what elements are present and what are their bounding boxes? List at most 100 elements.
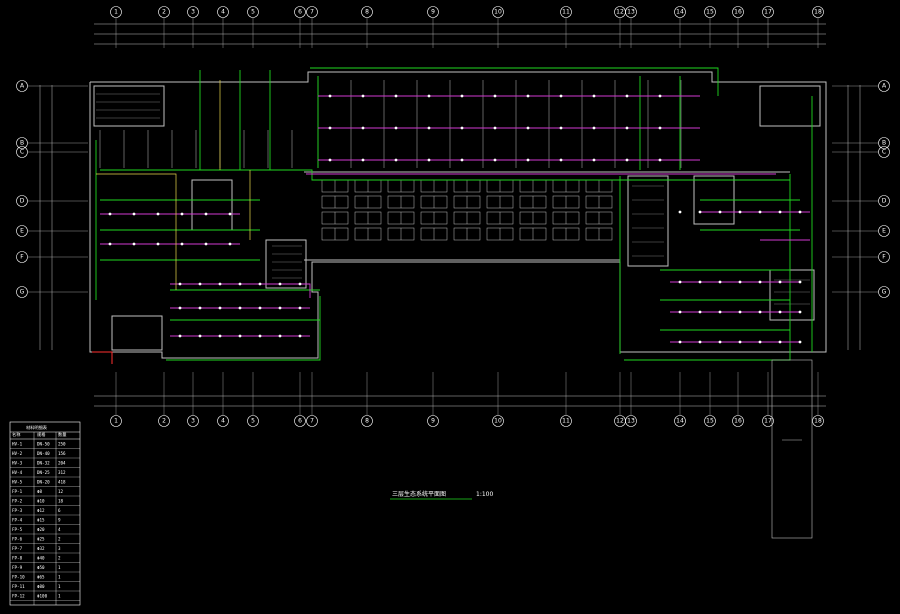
- axis-bubble-col: [217, 415, 229, 427]
- axis-label-row: C: [882, 149, 886, 156]
- axis-bubble-col: [674, 6, 686, 18]
- axis-label-col: 8: [365, 418, 369, 425]
- axis-bubble-row: [16, 80, 28, 92]
- legend-cell: 1: [58, 584, 61, 589]
- axis-bubble-col: [187, 6, 199, 18]
- axis-bubble-col: [306, 415, 318, 427]
- axis-bubble-row: [16, 225, 28, 237]
- axis-label-row: A: [20, 83, 25, 90]
- axis-label-row: D: [20, 198, 25, 205]
- pipe-node: [238, 306, 242, 310]
- axis-bubble-col: [762, 6, 774, 18]
- drawing-title-block: 三层生态系统平面图 1:100: [390, 490, 493, 500]
- legend-cell: HV-4: [12, 470, 23, 475]
- axis-bubble-col: [361, 6, 373, 18]
- pipe-node: [156, 212, 160, 216]
- pipe-node: [238, 334, 242, 338]
- drawing-title: 三层生态系统平面图: [392, 490, 446, 498]
- legend-cell: 9: [58, 518, 61, 523]
- axis-label-col: 14: [676, 9, 684, 16]
- axis-label-col: 4: [221, 418, 225, 425]
- axis-bubble-col: [560, 6, 572, 18]
- legend-cell: FP-2: [12, 499, 23, 504]
- legend-cell: FP-8: [12, 556, 23, 561]
- axis-grid: 1122334455667788991010111112121313141415…: [16, 6, 890, 427]
- pipe-node: [798, 280, 802, 284]
- red-marker: [92, 351, 113, 364]
- pipe-node: [394, 94, 398, 98]
- top-dimension-lines: [94, 23, 826, 45]
- axis-bubble-col: [158, 6, 170, 18]
- axis-bubble-row: [16, 286, 28, 298]
- pipe-node: [218, 306, 222, 310]
- pipe-node: [778, 210, 782, 214]
- pipe-node: [132, 242, 136, 246]
- pipe-node: [592, 126, 596, 130]
- pipe-node: [798, 210, 802, 214]
- pipe-node: [718, 310, 722, 314]
- pipe-node: [678, 340, 682, 344]
- axis-bubble-row: [878, 137, 890, 149]
- axis-bubble-col: [732, 6, 744, 18]
- legend-cell: DN-25: [37, 470, 50, 475]
- axis-bubble-col: [361, 415, 373, 427]
- axis-bubble-col: [762, 415, 774, 427]
- pipe-node: [678, 210, 682, 214]
- pipe-node: [738, 340, 742, 344]
- axis-bubble-col: [704, 6, 716, 18]
- axis-bubble-col: [492, 6, 504, 18]
- pipe-node: [559, 94, 563, 98]
- axis-label-col: 13: [627, 418, 635, 425]
- pipe-node: [132, 212, 136, 216]
- axis-label-col: 6: [298, 9, 302, 16]
- axis-bubble-col: [294, 6, 306, 18]
- legend-cell: 2: [58, 537, 61, 542]
- axis-label-col: 1: [114, 418, 118, 425]
- axis-label-col: 2: [162, 418, 166, 425]
- side-dimension-lines: [39, 85, 861, 350]
- pipe-node: [559, 126, 563, 130]
- pipe-node: [798, 310, 802, 314]
- pipe-node: [678, 310, 682, 314]
- pipe-node: [328, 158, 332, 162]
- axis-bubble-col: [427, 6, 439, 18]
- pipe-node: [198, 306, 202, 310]
- pipe-node: [778, 310, 782, 314]
- pipe-node: [278, 306, 282, 310]
- pipe-node: [178, 334, 182, 338]
- axis-bubble-row: [16, 251, 28, 263]
- yellow-lines: [96, 80, 251, 290]
- axis-bubble-col: [492, 415, 504, 427]
- axis-bubble-col: [306, 6, 318, 18]
- pipe-node: [218, 282, 222, 286]
- pipe-node: [493, 94, 497, 98]
- axis-label-row: E: [882, 228, 886, 235]
- legend-cell: FP-7: [12, 546, 23, 551]
- pipe-node: [108, 242, 112, 246]
- axis-bubble-row: [16, 195, 28, 207]
- axis-label-row: C: [20, 149, 24, 156]
- axis-label-col: 13: [627, 9, 635, 16]
- legend-cell: Φ50: [37, 565, 45, 570]
- legend-cell: HV-1: [12, 442, 23, 447]
- legend-cell: FP-11: [12, 584, 25, 589]
- annex-outline: [771, 359, 813, 539]
- legend-cell: 312: [58, 470, 66, 475]
- axis-label-col: 18: [814, 418, 822, 425]
- pipe-node: [625, 126, 629, 130]
- axis-label-col: 4: [221, 9, 225, 16]
- legend-cell: FP-1: [12, 489, 23, 494]
- pipe-node: [798, 340, 802, 344]
- axis-label-row: F: [882, 254, 886, 261]
- axis-bubble-col: [294, 415, 306, 427]
- axis-bubble-col: [217, 6, 229, 18]
- axis-label-col: 16: [734, 9, 742, 16]
- pipe-node: [698, 210, 702, 214]
- pipe-node: [278, 282, 282, 286]
- axis-label-col: 11: [562, 9, 570, 16]
- axis-label-row: E: [20, 228, 24, 235]
- pipe-node: [361, 158, 365, 162]
- axis-label-col: 17: [764, 9, 772, 16]
- axis-label-col: 8: [365, 9, 369, 16]
- pipe-node: [718, 340, 722, 344]
